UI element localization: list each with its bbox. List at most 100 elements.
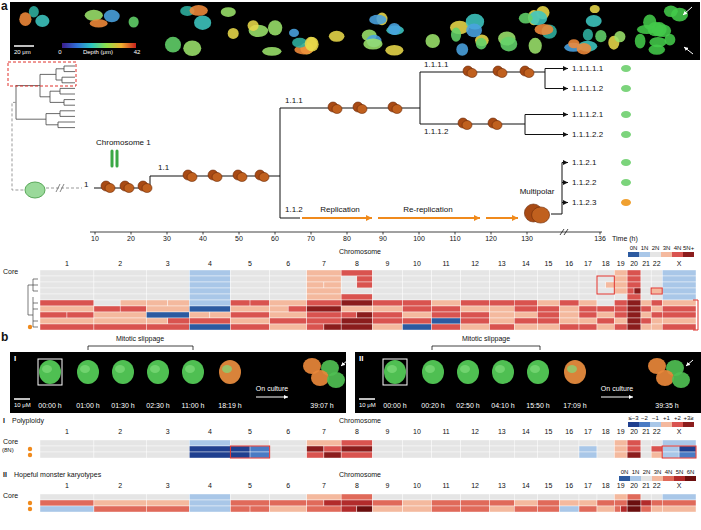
legend-text: +1 [661,415,672,422]
time-bracket [432,346,540,350]
legend-swatch [628,422,639,427]
cell-image [35,15,49,27]
copy-number-cell [402,294,431,300]
legend-text: 5N [674,469,685,476]
cell-image [305,37,318,51]
legend-entry: 4N [672,245,683,257]
axis-tick-holder: 30 [163,235,171,243]
cell-image [77,360,99,384]
copy-number-cell [662,318,696,324]
copy-number-cell [357,506,373,512]
copy-number-cell [627,312,641,318]
copy-number-cell [146,300,167,306]
scale-label-holder: 20 μm [14,49,31,56]
panel-number: II [3,471,7,479]
copy-number-cell [189,446,230,452]
copy-number-cell [40,446,94,452]
legend-swatch [628,252,639,257]
copy-number-cell [357,276,373,282]
legend-swatch [652,476,663,481]
copy-number-cell [597,276,614,282]
copy-number-cell [341,276,357,282]
lineage-line [545,88,568,89]
chromosome-number-holder: 19 [617,482,625,490]
row-label: Core [3,268,18,276]
copy-number-cell [373,494,403,500]
legend-swatch [683,422,694,427]
chromosome-number: 1 [65,482,69,490]
lineage-line [545,68,568,69]
panel-number: I [3,417,5,425]
chromosome-number: 17 [584,260,592,268]
cell-render [524,69,534,78]
cell-image [527,360,549,384]
cell-image [535,24,554,35]
copy-number-cell [579,440,597,446]
copy-number-cell [94,452,146,458]
chromosome-number-holder: 19 [617,260,625,268]
axis-break [56,184,64,192]
copy-number-cell [614,270,627,276]
cell-texture [80,365,90,373]
copy-number-cell [94,270,146,276]
scale-bar [14,398,30,400]
panel-number-holder: II [359,354,363,363]
copy-number-cell [94,506,146,512]
copy-number-cell [651,452,662,458]
time-stamp: 01:00 h [76,402,99,410]
cell-image [262,47,281,56]
copy-number-cell [662,288,696,294]
copy-number-cell [373,300,403,306]
copy-number-cell [537,294,559,300]
copy-number-cell [627,440,641,446]
lineage-link [12,102,25,190]
cell-image [643,14,656,29]
cell-image [39,360,61,384]
chromosome-number: X [677,428,682,436]
copy-number-cell [461,440,490,446]
copy-number-cell [579,324,597,330]
chromosome-number: 16 [565,260,573,268]
time-stamp-holder: 39:35 h [655,402,678,410]
chromosome-number-holder: 12 [471,428,479,436]
copy-number-cell [270,440,307,446]
cell-image [90,19,108,27]
copy-number-cell [641,440,651,446]
chromosome-number: 19 [617,428,625,436]
copy-number-cell [679,446,696,452]
lineage-id: 1.1.1.1.2 [572,84,603,93]
copy-number-cell [146,506,189,512]
legend-swatch [639,422,650,427]
pointer-arrow [686,360,693,366]
copy-number-cell [560,452,579,458]
copy-number-cell [146,270,189,276]
copy-number-cell [40,506,94,512]
copy-number-cell [307,500,324,506]
cell-image [129,16,139,27]
time-stamp-holder: 15:50 h [526,402,549,410]
copy-number-cell [431,282,460,288]
axis-title: Chromosome [339,471,381,479]
legend-entry: ≤−3 [628,415,639,427]
legend-text: 1N [630,469,641,476]
axis-tick: 136 [594,235,606,243]
chromosome-number: 6 [286,260,290,268]
copy-number-cell [189,282,230,288]
time-stamp-holder: 17:09 h [563,402,586,410]
copy-number-cell [597,288,614,294]
copy-number-cell [490,300,515,306]
legend-swatch [630,476,641,481]
copy-number-cell [579,300,597,306]
chromosome-number: 3 [166,482,170,490]
copy-number-cell [402,306,431,312]
chromosome-number-holder: 20 [630,482,638,490]
copy-number-cell [490,312,515,318]
copy-number-cell [431,288,460,294]
chromosome-number: 6 [286,428,290,436]
copy-number-cell [402,312,431,318]
copy-number-cell [357,282,373,288]
time-stamp: 00:00 h [38,402,61,410]
legend-swatch [663,476,674,481]
copy-number-cell [40,452,94,458]
